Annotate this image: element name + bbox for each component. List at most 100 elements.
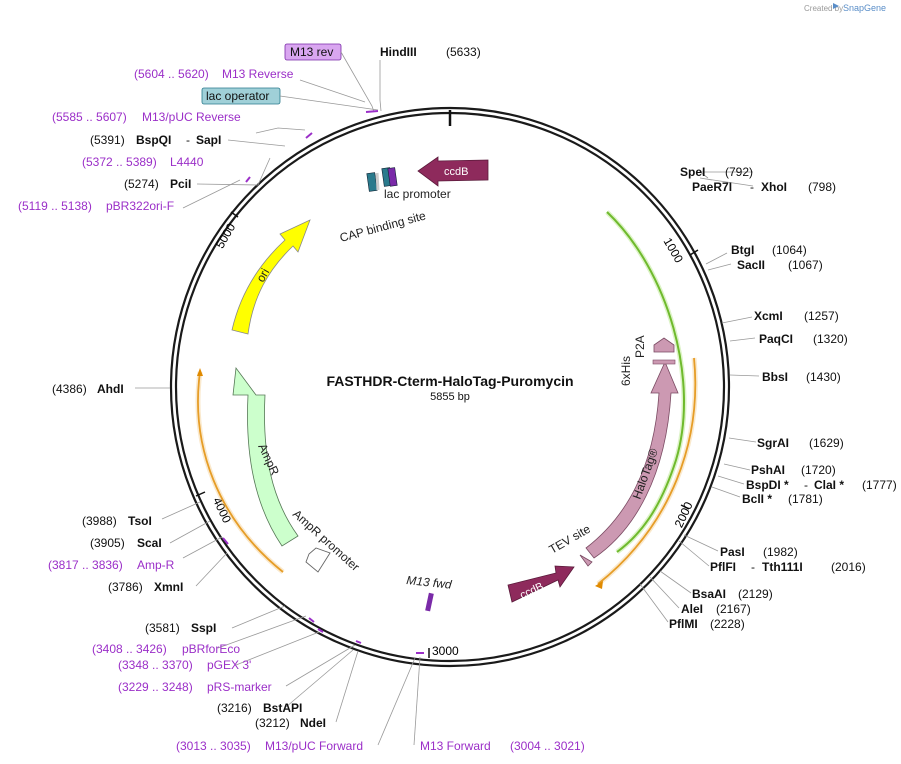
- enzyme-pos: (1629): [809, 436, 844, 450]
- enzyme-pos: (4386): [52, 382, 87, 396]
- enzyme-name: PasI: [720, 545, 745, 559]
- enzyme-pos: (2016): [831, 560, 866, 574]
- ccdB-top-label: ccdB: [444, 166, 468, 178]
- tick-5000: [230, 211, 239, 218]
- primer-range: (5372 .. 5389): [82, 155, 157, 169]
- p2a-marker: [653, 337, 675, 353]
- map-title: FASTHDR-Cterm-HaloTag-Puromycin: [326, 373, 573, 389]
- lac-spacer: [375, 172, 380, 191]
- enzyme-sep: -: [751, 560, 755, 574]
- enzyme-sep: -: [750, 180, 754, 194]
- credit-text: Created by: [804, 4, 843, 13]
- backbone-outer-ring: [169, 106, 731, 668]
- lac-promoter-label: lac promoter: [384, 187, 451, 201]
- enzyme-name: AhdI: [97, 382, 124, 396]
- halotag-orf-halo: [596, 357, 698, 586]
- enzyme-pos: (3786): [108, 580, 143, 594]
- enzyme-pos: (5391): [90, 133, 125, 147]
- m13-fwd-marker: [425, 592, 434, 612]
- ccdB-top-arrow: [417, 156, 489, 187]
- enzyme-name: SpeI: [680, 165, 705, 179]
- ampR-promoter-label: AmpR promoter: [290, 507, 362, 574]
- snapgene-logo-icon: [833, 3, 839, 9]
- primer-range: (3408 .. 3426): [92, 642, 167, 656]
- tev-site-marker: [579, 554, 593, 567]
- ccdB-bottom-arrow: [507, 565, 575, 603]
- enzyme-name: SapI: [196, 133, 221, 147]
- cap-site-box: [366, 172, 378, 192]
- his-label: 6xHis: [619, 356, 633, 386]
- primer-name: pBRforEco: [182, 642, 240, 656]
- enzyme-name: SspI: [191, 621, 216, 635]
- primer-name: pBR322ori-F: [106, 199, 174, 213]
- enzyme-pos: (1982): [763, 545, 798, 559]
- primer-range: (3229 .. 3248): [118, 680, 193, 694]
- enzyme-pos: (1320): [813, 332, 848, 346]
- primer-name: M13/pUC Reverse: [142, 110, 241, 124]
- enzyme-name: PciI: [170, 177, 191, 191]
- his-marker: [652, 359, 676, 365]
- primer-range: (3817 .. 3836): [48, 558, 123, 572]
- m13-fwd-label: M13 fwd: [406, 573, 453, 592]
- leader-lines: [135, 51, 760, 746]
- enzyme-pos: (5633): [446, 45, 481, 59]
- p2a-label: P2A: [633, 335, 647, 358]
- enzyme-name: PflFI: [710, 560, 736, 574]
- primer-name: Amp-R: [137, 558, 175, 572]
- ampR-orf-line: [197, 371, 284, 573]
- enzyme-name: XhoI: [761, 180, 787, 194]
- tick-label-5000: 5000: [213, 221, 239, 251]
- primer-range: (5585 .. 5607): [52, 110, 127, 124]
- primer-name: pGEX 3': [207, 658, 251, 672]
- enzyme-name: SgrAI: [757, 436, 789, 450]
- primer-name: M13 Reverse: [222, 67, 294, 81]
- enzyme-name: HindIII: [380, 45, 417, 59]
- map-subtitle: 5855 bp: [430, 391, 470, 403]
- tick-4000: [195, 491, 206, 497]
- enzyme-pos: (2228): [710, 617, 745, 631]
- green-feature-halo: [605, 210, 687, 555]
- enzyme-pos: (1430): [806, 370, 841, 384]
- enzyme-pos: (798): [808, 180, 836, 194]
- enzyme-name: BsaAI: [692, 587, 726, 601]
- ampR-orf-halo: [195, 371, 285, 574]
- enzyme-pos: (1781): [788, 492, 823, 506]
- enzyme-name: PshAI: [751, 463, 785, 477]
- enzyme-pos: (1777): [862, 478, 897, 492]
- cap-site-label: CAP binding site: [338, 208, 427, 245]
- ampR-arrow: [232, 366, 299, 547]
- enzyme-name: TsoI: [128, 514, 152, 528]
- enzyme-pos: (792): [725, 165, 753, 179]
- enzyme-name: Tth111I: [762, 560, 803, 574]
- credit-brand: SnapGene: [843, 3, 886, 13]
- enzyme-name: BclI *: [742, 492, 772, 506]
- enzyme-name: BbsI: [762, 370, 788, 384]
- primer-range: (3004 .. 3021): [510, 739, 585, 753]
- green-feature-line: [606, 211, 685, 553]
- enzyme-name: SacII: [737, 258, 765, 272]
- enzyme-pos: (1257): [804, 309, 839, 323]
- enzyme-pos: (1067): [788, 258, 823, 272]
- m13-rev-box-label: M13 rev: [290, 45, 333, 59]
- enzyme-name: PaeR7I: [692, 180, 732, 194]
- enzyme-name: ClaI *: [814, 478, 844, 492]
- enzyme-pos: (3212): [255, 716, 290, 730]
- enzyme-name: PaqCI: [759, 332, 793, 346]
- enzyme-pos: (5274): [124, 177, 159, 191]
- enzyme-name: XmnI: [154, 580, 183, 594]
- enzyme-pos: (3988): [82, 514, 117, 528]
- primer-ticks: [222, 110, 424, 654]
- enzyme-sep: -: [186, 133, 190, 147]
- enzyme-name: ScaI: [137, 536, 162, 550]
- primer-name: M13 Forward: [420, 739, 491, 753]
- enzyme-pos: (3905): [90, 536, 125, 550]
- enzyme-pos: (3581): [145, 621, 180, 635]
- primer-range: (5604 .. 5620): [134, 67, 209, 81]
- tick-2000: [680, 504, 690, 510]
- enzyme-name: BspQI: [136, 133, 171, 147]
- primer-range: (3348 .. 3370): [118, 658, 193, 672]
- lac-operator-box-label: lac operator: [206, 89, 269, 103]
- enzyme-name: BtgI: [731, 243, 754, 257]
